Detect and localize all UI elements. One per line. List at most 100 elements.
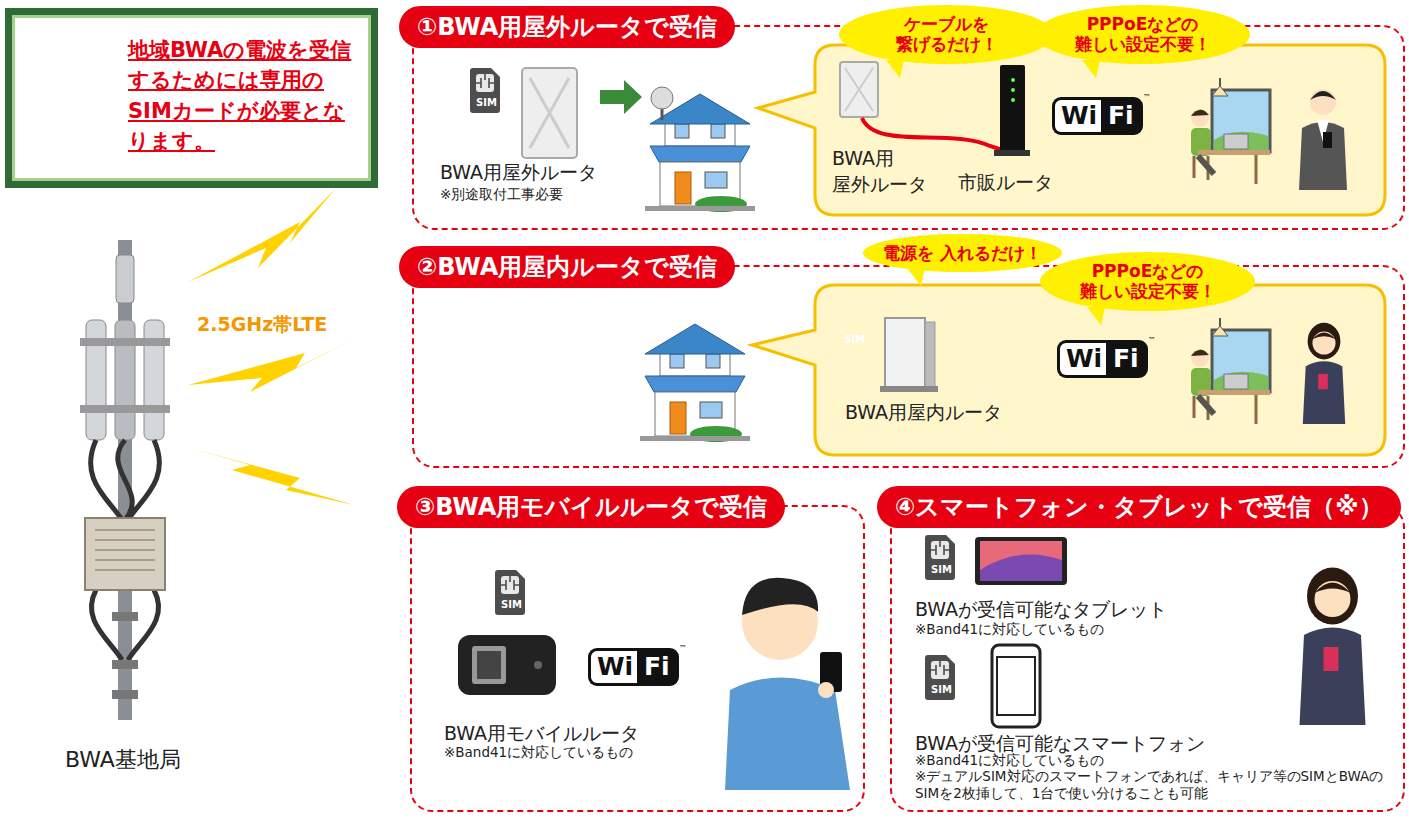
device-name: BWA用モバイルルータ	[444, 721, 639, 747]
illustration	[980, 541, 1062, 581]
illustration	[880, 318, 938, 392]
note-text: ※デュアルSIM対応のスマートフォンであれば、キャリア等のSIMとBWAのSIM…	[915, 768, 1393, 802]
illustration	[530, 78, 569, 148]
illustration	[975, 537, 1067, 585]
trademark: ™	[679, 644, 687, 653]
illustration	[522, 62, 1030, 158]
bubble-text: ケーブルを 繋げるだけ！	[859, 14, 1034, 55]
station-name: BWA基地局	[65, 745, 181, 775]
wifi-logo: Wi	[588, 648, 637, 686]
speech-bubble: ケーブルを 繋げるだけ！	[839, 5, 1054, 64]
sim-label: SIM	[931, 564, 952, 575]
illustration	[458, 635, 556, 695]
illustration	[600, 80, 642, 114]
illustration	[1299, 89, 1347, 190]
illustration	[91, 440, 160, 520]
illustration	[925, 535, 955, 580]
sim-label: SIM	[844, 334, 865, 345]
illustration	[651, 87, 673, 109]
illustration	[845, 68, 873, 111]
illustration	[1191, 318, 1270, 424]
illustration	[477, 651, 501, 679]
speech-bubble: PPPoEなどの 難しい設定不要！	[1035, 5, 1250, 64]
speech-bubble: 電源を 入れるだけ！	[863, 234, 1062, 272]
trademark: ™	[1148, 336, 1156, 345]
sim-label: SIM	[931, 684, 952, 695]
illustration	[522, 68, 577, 158]
panel-heading: ④スマートフォン・タブレットで受信（※）	[877, 486, 1401, 528]
bubble-text: PPPoEなどの 難しい設定不要！	[1055, 14, 1230, 55]
illustration	[472, 646, 506, 684]
illustration	[188, 188, 354, 505]
wifi-logo: Fi	[1106, 340, 1148, 378]
illustration	[752, 285, 1385, 455]
device-name: BWA用屋外ルータ	[440, 160, 597, 186]
illustration	[188, 188, 336, 282]
device-name: BWAが受信可能なタブレット	[915, 597, 1167, 623]
illustration	[640, 324, 750, 442]
sim-label: SIM	[40, 112, 92, 141]
illustration	[80, 405, 170, 413]
illustration	[925, 322, 935, 388]
note-text: ※Band41に対応しているもの	[915, 621, 1104, 639]
illustration	[980, 554, 1062, 581]
illustration	[1011, 78, 1015, 82]
illustration	[534, 661, 542, 669]
illustration	[112, 612, 138, 621]
illustration	[752, 45, 1385, 455]
illustration	[458, 635, 556, 695]
illustration	[925, 655, 955, 700]
illustration	[862, 118, 1002, 150]
illustration	[1303, 323, 1345, 424]
illustration	[95, 530, 155, 570]
speech-bubble: PPPoEなどの 難しい設定不要！	[1040, 252, 1255, 311]
illustration	[760, 690, 826, 700]
notice-text: 地域BWAの電波を受信するためには専用のSIMカードが必要となります。	[128, 35, 361, 157]
illustration	[818, 682, 834, 698]
bubble-text: PPPoEなどの 難しい設定不要！	[1060, 261, 1235, 302]
wifi-logo: Fi	[1101, 97, 1143, 135]
illustration	[188, 340, 352, 392]
illustration	[1000, 65, 1025, 153]
illustration	[992, 645, 1040, 727]
band-label: 2.5GHz帯LTE	[197, 312, 327, 338]
panel-heading: ③BWA用モバイルルータで受信	[397, 486, 785, 528]
wifi-logo: Fi	[637, 648, 679, 686]
bubble-text: 電源を 入れるだけ！	[883, 243, 1042, 263]
illustration	[112, 690, 138, 699]
sim-label: SIM	[501, 599, 522, 610]
device-name: BWA用屋内ルータ	[845, 400, 1002, 426]
illustration	[1011, 98, 1015, 102]
illustration	[495, 570, 525, 615]
illustration	[190, 448, 354, 505]
note-text: ※別途取付工事必要	[440, 186, 563, 204]
illustration	[840, 62, 878, 117]
illustration	[80, 338, 170, 346]
notice-box: 地域BWAの電波を受信するためには専用のSIMカードが必要となります。	[5, 8, 378, 188]
illustration	[758, 45, 1385, 215]
illustration	[725, 78, 1366, 790]
note-text: ※Band41に対応しているもの	[915, 752, 1104, 770]
note-text: ※Band41に対応しているもの	[444, 744, 633, 762]
panel-heading: ②BWA用屋内ルータで受信	[399, 246, 735, 288]
wifi-logo: Wi	[1052, 97, 1101, 135]
panel-heading: ①BWA用屋外ルータで受信	[399, 6, 735, 48]
method-panel: ②BWA用屋内ルータで受信電源を 入れるだけ！PPPoEなどの 難しい設定不要！	[412, 265, 1405, 468]
illustration	[116, 255, 134, 303]
illustration	[470, 68, 500, 113]
illustration	[80, 240, 170, 720]
device-name: 市販ルータ	[958, 170, 1053, 196]
illustration	[112, 660, 138, 669]
illustration	[91, 590, 158, 660]
trademark: ™	[1143, 93, 1151, 102]
illustration	[997, 657, 1035, 715]
illustration	[1300, 568, 1366, 726]
illustration	[742, 578, 818, 615]
illustration	[1011, 88, 1015, 92]
illustration	[85, 518, 165, 590]
illustration	[994, 150, 1030, 156]
illustration	[880, 386, 938, 392]
device-name: BWA用 屋外ルータ	[832, 146, 944, 198]
illustration	[1191, 78, 1270, 184]
